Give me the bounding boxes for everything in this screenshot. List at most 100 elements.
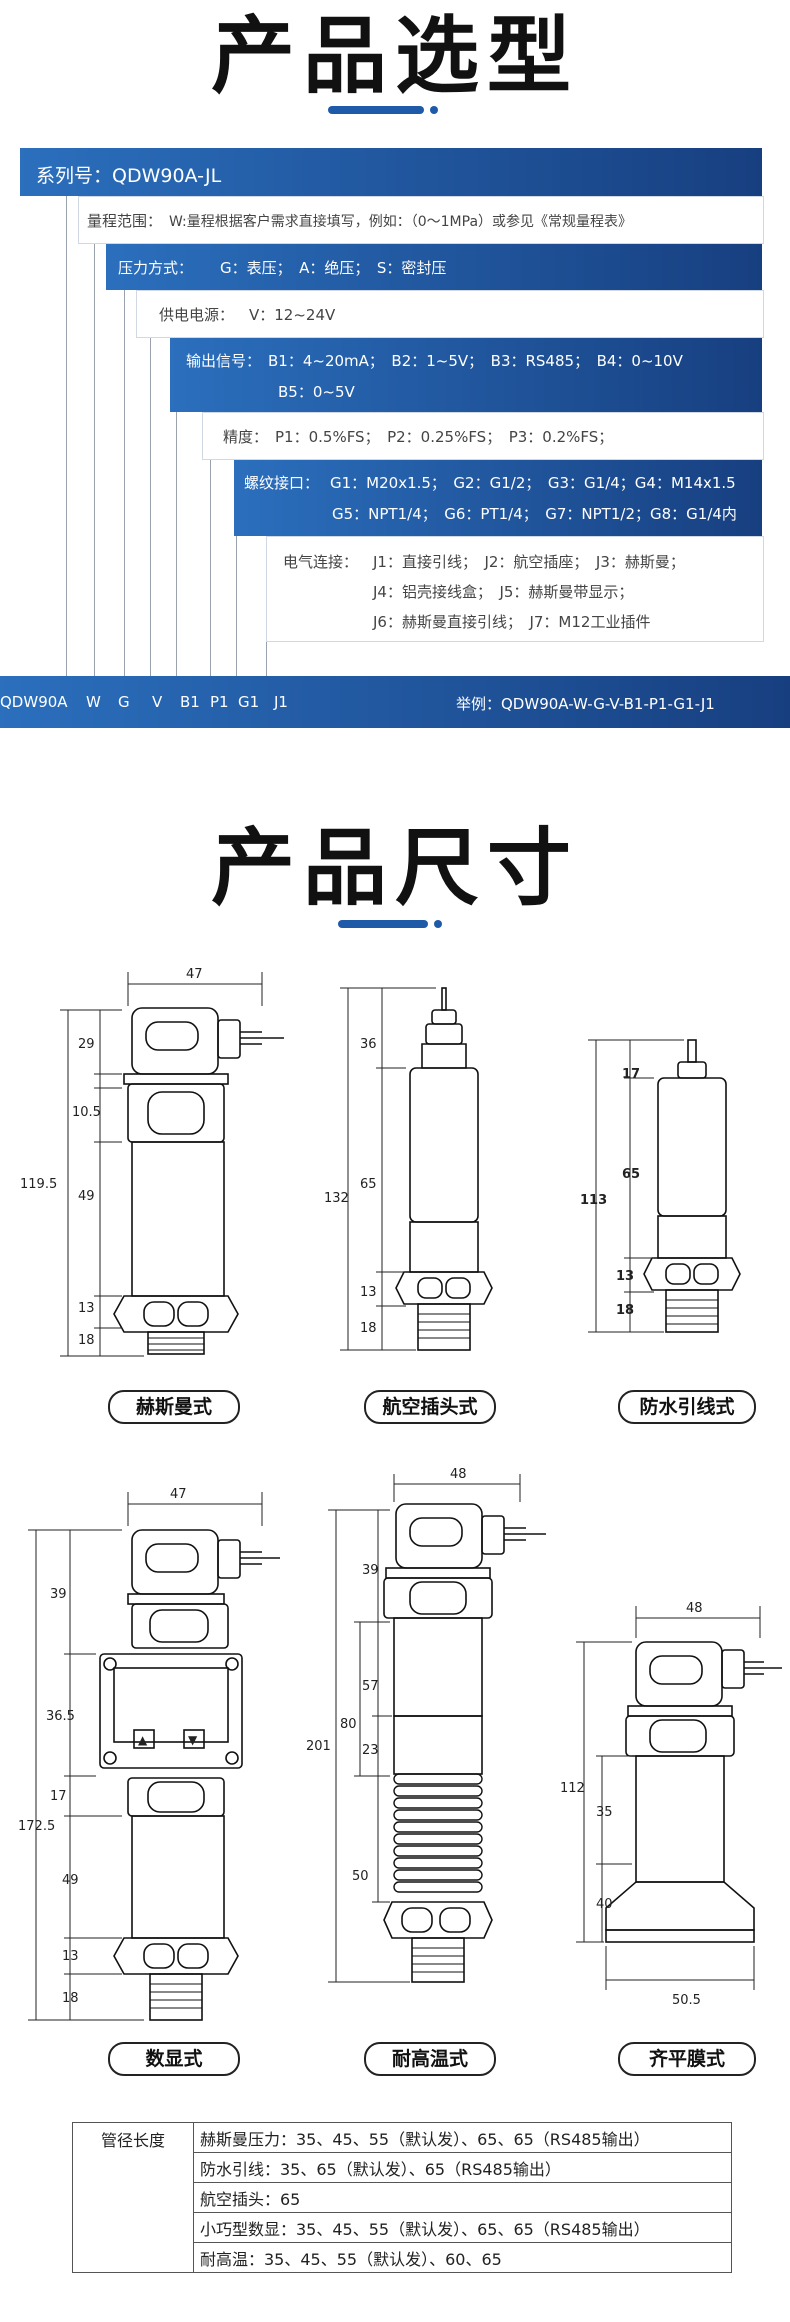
row-text: G1：M20x1.5； G2：G1/2； G3：G1/4；G4：M14x1.5: [330, 474, 736, 492]
dim-segment: 40: [596, 1897, 613, 1912]
dim-segment: 13: [62, 1949, 79, 1964]
table-row: 防水引线：35、65（默认发）、65（RS485输出）: [73, 2152, 732, 2183]
figure-label: 航空插头式: [364, 1390, 496, 1424]
figure-flush-diaphragm: 48 112 35 40 50.5: [560, 1601, 782, 2008]
connector-line: [150, 338, 151, 676]
dim-segment: 35: [596, 1805, 613, 1820]
title-underline: [328, 106, 424, 114]
row-label: 供电电源：: [159, 306, 235, 324]
title-underline: [338, 920, 428, 928]
up-button-icon: ▲: [138, 1733, 148, 1747]
length-table: 管径长度 赫斯曼压力：35、45、55（默认发）、65、65（RS485输出） …: [72, 2122, 732, 2273]
row-text-2: J4：铝壳接线盒； J5：赫斯曼带显示；: [373, 583, 634, 601]
down-button-icon: ▼: [188, 1733, 198, 1747]
dim-total: 113: [580, 1193, 607, 1208]
connector-line: [124, 290, 125, 676]
row-label: 螺纹接口：: [244, 474, 320, 492]
dim-segment: 65: [622, 1167, 640, 1182]
code-part: W: [86, 693, 101, 711]
dim-segment: 18: [62, 1991, 79, 2006]
table-row: 管径长度 赫斯曼压力：35、45、55（默认发）、65、65（RS485输出）: [72, 2122, 732, 2273]
dim-segment: 50: [352, 1869, 369, 1884]
figure-label: 防水引线式: [618, 1390, 756, 1424]
connector-line: [94, 244, 95, 676]
row-label: 量程范围：: [87, 212, 163, 230]
dim-segment: 23: [362, 1743, 379, 1758]
dim-width: 48: [450, 1467, 467, 1482]
series-label: 系列号：QDW90A-JL: [36, 165, 222, 187]
figure-hirschmann: 47 119.5 29 10.5 49 13 18: [20, 967, 284, 1357]
dim-mid: 80: [340, 1717, 357, 1732]
dim-segment: 13: [78, 1301, 95, 1316]
code-bar: QDW90A W G V B1 P1 G1 J1 举例：QDW90A-W-G-V…: [0, 676, 790, 728]
code-part: G1: [238, 693, 260, 711]
dim-total: 112: [560, 1781, 585, 1796]
figure-high-temp: 48 201 80 39 57 23 50: [306, 1467, 546, 1983]
dim-segment: 17: [622, 1067, 640, 1082]
dim-segment: 10.5: [72, 1105, 101, 1120]
row-label: 精度：: [223, 428, 269, 446]
row-label: 压力方式：: [118, 259, 194, 277]
dim-width: 48: [686, 1601, 703, 1616]
figure-label: 齐平膜式: [618, 2042, 756, 2076]
code-part: G: [118, 693, 130, 711]
dim-segment: 36.5: [46, 1709, 75, 1724]
row-thread: 螺纹接口： G1：M20x1.5； G2：G1/2； G3：G1/4；G4：M1…: [234, 460, 762, 536]
figure-digital: ▲ ▼ 47 172.5 39 36.5 17 49 13 18: [18, 1487, 280, 2021]
title-dot: [434, 920, 442, 928]
dim-bottom: 50.5: [672, 1993, 701, 2008]
row-label: 电气连接：: [283, 553, 359, 571]
selection-title: 产品选型: [210, 7, 579, 105]
row-label: 输出信号：: [186, 352, 262, 370]
example-code: 举例：QDW90A-W-G-V-B1-P1-G1-J1: [456, 695, 715, 713]
dim-segment: 18: [78, 1333, 95, 1348]
dim-segment: 49: [62, 1873, 79, 1888]
row-range: 量程范围： W:量程根据客户需求直接填写，例如：（0～1MPa）或参见《常规量程…: [78, 196, 764, 244]
code-part: P1: [210, 693, 229, 711]
dim-total: 172.5: [18, 1819, 55, 1834]
row-text: J1：直接引线； J2：航空插座； J3：赫斯曼；: [373, 553, 685, 571]
row-text: P1：0.5%FS； P2：0.25%FS； P3：0.2%FS；: [275, 428, 614, 446]
dim-segment: 39: [50, 1587, 67, 1602]
table-cell: 防水引线：35、65（默认发）、65（RS485输出）: [193, 2152, 732, 2183]
figure-aviation: 132 36 65 13 18: [324, 987, 493, 1351]
dim-segment: 65: [360, 1177, 377, 1192]
code-part: B1: [180, 693, 200, 711]
dim-segment: 36: [360, 1037, 377, 1052]
row-power: 供电电源： V：12~24V: [136, 290, 764, 338]
series-band: 系列号：QDW90A-JL: [20, 148, 762, 196]
dim-segment: 17: [50, 1789, 67, 1804]
row-connection: 电气连接： J1：直接引线； J2：航空插座； J3：赫斯曼； J4：铝壳接线盒…: [266, 536, 764, 642]
connector-line: [66, 196, 67, 676]
figure-label: 耐高温式: [364, 2042, 496, 2076]
code-part: J1: [274, 693, 288, 711]
row-text: W:量程根据客户需求直接填写，例如：（0～1MPa）或参见《常规量程表》: [169, 214, 633, 230]
figure-label: 赫斯曼式: [108, 1390, 240, 1424]
dim-segment: 49: [78, 1189, 95, 1204]
dim-total: 132: [324, 1191, 349, 1206]
dim-total: 201: [306, 1739, 331, 1754]
code-part: QDW90A: [0, 693, 68, 711]
row-text: B1：4~20mA； B2：1~5V； B3：RS485； B4：0~10V: [268, 352, 683, 370]
dim-segment: 13: [616, 1269, 634, 1284]
row-text: G：表压； A：绝压； S：密封压: [220, 259, 447, 277]
table-cell: 航空插头：65: [193, 2182, 732, 2213]
dim-width: 47: [170, 1487, 187, 1502]
dim-segment: 39: [362, 1563, 379, 1578]
connector-line: [266, 640, 267, 676]
connector-line: [210, 460, 211, 676]
table-cell: 小巧型数显：35、45、55（默认发）、65、65（RS485输出）: [193, 2212, 732, 2243]
connector-line: [236, 536, 237, 676]
connector-line: [176, 412, 177, 676]
row-text: V：12~24V: [249, 306, 336, 324]
dim-width: 47: [186, 967, 203, 982]
row-text-3: J6：赫斯曼直接引线； J7：M12工业插件: [373, 613, 651, 631]
table-cell: 赫斯曼压力：35、45、55（默认发）、65、65（RS485输出）: [193, 2122, 732, 2153]
figure-waterproof: 113 17 65 13 18: [580, 1039, 741, 1333]
title-dot: [430, 106, 438, 114]
figure-label: 数显式: [108, 2042, 240, 2076]
dim-segment: 18: [616, 1303, 634, 1318]
dim-total: 119.5: [20, 1177, 57, 1192]
row-accuracy: 精度： P1：0.5%FS； P2：0.25%FS； P3：0.2%FS；: [202, 412, 764, 460]
table-row: 耐高温：35、45、55（默认发）、60、65: [73, 2242, 732, 2273]
